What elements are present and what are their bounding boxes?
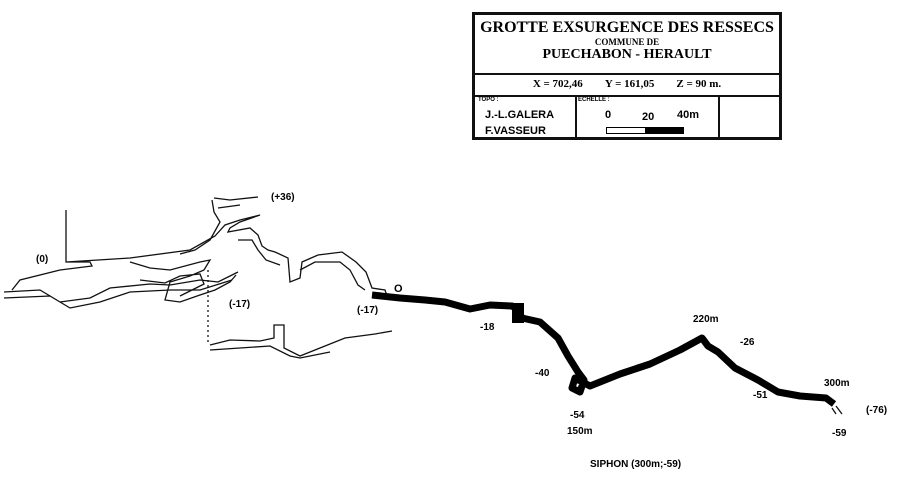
shaft-block [512,303,524,323]
scale-label: ECHELLE : [578,97,610,103]
label-minus51: -51 [753,390,768,401]
lower-gallery-outline [209,324,393,359]
label-minus17-a: (-17) [229,299,251,310]
coord-x: X = 702,46 [532,78,583,90]
gallery-outline-lower [3,271,239,309]
commune-name: PUECHABON - HERAULT [542,47,712,62]
topo-label: TOPO : [478,97,499,103]
title-cartouche: GROTTE EXSURGENCE DES RESSECS COMMUNE DE… [472,12,782,140]
label-220m: 220m [693,314,719,325]
label-siphon: SIPHON (300m;-59) [590,459,682,470]
coordinates-row: X = 702,46 Y = 161,05 Z = 90 m. [475,73,779,97]
author-1: J.-L.GALERA [485,109,555,121]
scale-bar [606,127,684,134]
label-minus17-b: (-17) [357,305,379,316]
label-minus59: -59 [832,428,847,439]
scale-tick-0: 0 [605,109,612,121]
gallery-branches [129,196,366,303]
label-150m: 150m [567,426,593,437]
topo-cell: TOPO : J.-L.GALERA F.VASSEUR [475,95,577,137]
gallery-outline-upper [11,210,395,297]
label-plus36: (+36) [271,192,295,203]
scale-tick-40: 40m [677,109,700,121]
label-entrance: O [394,283,403,295]
label-minus18: -18 [480,322,495,333]
label-300m: 300m [824,378,850,389]
coord-y: Y = 161,05 [604,78,655,90]
label-minus54: -54 [570,410,585,421]
label-minus76: (-76) [866,405,888,416]
author-2: F.VASSEUR [485,125,546,137]
scale-cell: ECHELLE : 0 20 40m [575,95,720,137]
coord-z: Z = 90 m. [676,78,722,90]
label-minus40: -40 [535,368,550,379]
cave-title: GROTTE EXSURGENCE DES RESSECS [480,19,774,36]
commune-label: COMMUNE DE [594,37,660,47]
flooded-gallery-profile [371,291,837,407]
cave-outline [3,196,843,415]
label-minus26: -26 [740,337,755,348]
label-zero: (0) [36,254,49,265]
title-block: GROTTE EXSURGENCE DES RESSECS COMMUNE DE… [475,15,779,75]
sump-marks [831,405,843,415]
scale-tick-20: 20 [642,111,655,123]
